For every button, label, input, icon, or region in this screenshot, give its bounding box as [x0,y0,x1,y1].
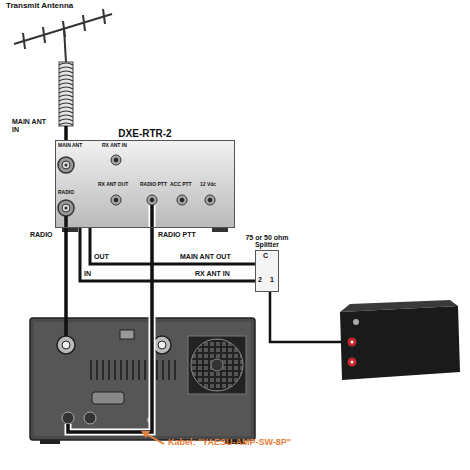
coax-coil [59,62,73,126]
rca-jack [111,155,215,205]
panel-label: RADIO [58,190,74,196]
callout-arrow [141,431,164,444]
wire-label: MAIN ANT OUT [180,253,231,261]
switch-body [55,140,235,232]
port-number: 2 [258,276,262,284]
wire-label: OUT [94,253,109,261]
cable-callout: Kabel: "YAESU-AMP-SW-8P" [168,438,291,448]
port-number: C [263,252,268,260]
yagi-antenna [14,9,112,62]
node-heading: 75 or 50 ohm Splitter [237,234,297,249]
port-label: RADIO PTT [158,231,196,239]
coax-wire [80,228,255,281]
heading-label: Transmit Antenna [6,2,73,11]
so239-connector [58,157,74,216]
port-label: MAIN ANT IN [12,118,52,133]
panel-label: RADIO PTT [140,182,167,188]
cable [66,205,347,432]
coax-wire [90,228,255,264]
panel-label: ACC PTT [170,182,192,188]
splitter-body [255,250,279,292]
sdr-receiver [340,300,460,380]
radio-rear-panel [30,318,255,444]
port-number: 1 [270,276,274,284]
panel-label: 12 Vdc [200,182,216,188]
wire-label: RX ANT IN [195,270,230,278]
panel-label: RX ANT OUT [98,182,128,188]
wire-label: IN [84,270,91,278]
panel-label: RX ANT IN [102,143,127,149]
port-label: RADIO [30,231,53,239]
panel-label: MAIN ANT [58,143,82,149]
node-heading: DXE-RTR-2 [118,128,171,139]
